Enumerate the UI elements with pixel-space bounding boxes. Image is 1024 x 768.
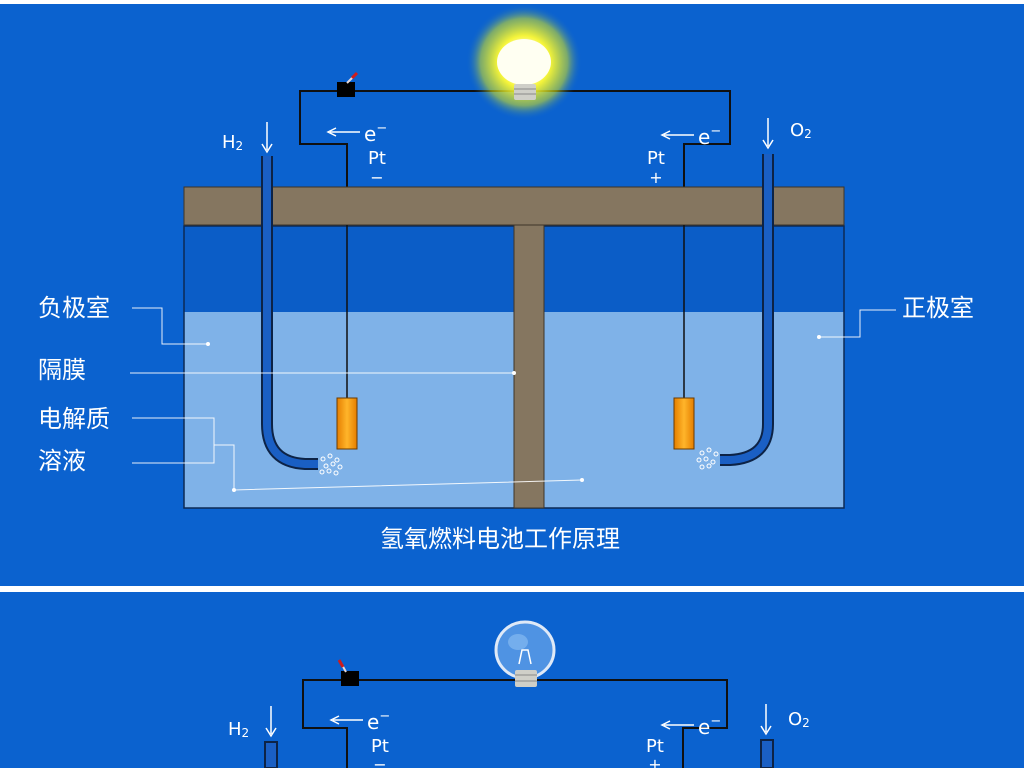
electrode-positive: [673, 397, 695, 450]
membrane: [513, 224, 545, 509]
hydrogen-label: H2: [222, 132, 243, 153]
electrolyte-label-line2: 溶液: [38, 447, 86, 475]
electrode-name-right: Pt: [646, 736, 664, 757]
electrode-sign-right: +: [648, 755, 661, 768]
electrode-sign-left: −: [373, 755, 386, 768]
positive-chamber-label: 正极室: [902, 294, 974, 322]
fuel-cell-diagram-lit: H2 O2 e− e− Pt − Pt + 负极室 隔膜 电解质 溶液 正极室 …: [0, 4, 1024, 586]
diagram-title: 氢氧燃料电池工作原理: [380, 525, 620, 553]
switch: [337, 71, 359, 97]
fuel-cell-diagram-unlit: H2 O2 e− e− Pt − Pt +: [0, 592, 1024, 768]
membrane-label: 隔膜: [38, 356, 86, 384]
oxygen-label: O2: [790, 120, 812, 141]
electron-label-left: e−: [364, 121, 387, 146]
electrode-sign-left: −: [370, 168, 383, 187]
electrode-negative: [336, 397, 358, 450]
hydrogen-label: H2: [228, 719, 249, 740]
oxygen-bubbles: [696, 447, 719, 470]
electrode-name-left: Pt: [368, 148, 386, 169]
oxygen-label: O2: [788, 709, 810, 730]
light-bulb-lit: [466, 4, 582, 120]
negative-chamber-label: 负极室: [38, 294, 110, 322]
lid: [183, 186, 845, 226]
electrolyte-label-line1: 电解质: [38, 405, 110, 433]
electron-label-right: e−: [698, 714, 721, 739]
light-bulb-unlit: [494, 620, 556, 687]
electrode-sign-right: +: [649, 168, 662, 187]
electron-label-right: e−: [698, 124, 721, 149]
electrode-name-left: Pt: [371, 736, 389, 757]
electron-label-left: e−: [367, 709, 390, 734]
hydrogen-bubbles: [319, 453, 343, 476]
switch: [337, 659, 359, 686]
electrode-name-right: Pt: [647, 148, 665, 169]
